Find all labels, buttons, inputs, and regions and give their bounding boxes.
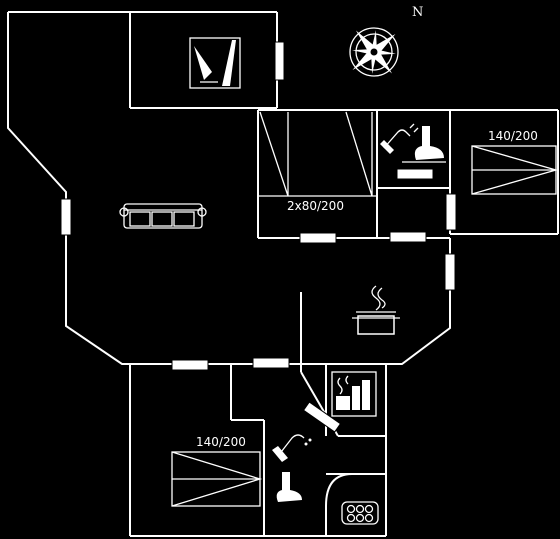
hot-tub-icon bbox=[341, 501, 379, 525]
door-sauna bbox=[302, 401, 342, 433]
sofa-icon bbox=[119, 203, 207, 229]
cooking-pot-icon bbox=[352, 285, 400, 335]
exterior-walls bbox=[7, 11, 559, 537]
shower-icon bbox=[380, 123, 419, 154]
interior-walls bbox=[230, 110, 451, 536]
shower-icon-south bbox=[272, 434, 312, 462]
utility-room-icon bbox=[189, 37, 241, 89]
compass-rose-icon bbox=[349, 27, 399, 77]
door-twin-room bbox=[299, 232, 337, 244]
twin-beds: 2x80/200 bbox=[259, 111, 373, 213]
window-kitchen-east bbox=[444, 253, 456, 291]
east-bed: 140/200 bbox=[471, 129, 559, 195]
window-west bbox=[60, 198, 72, 236]
door-south-bedroom bbox=[171, 359, 209, 371]
toilet-icon bbox=[402, 126, 446, 163]
bed-label-south: 140/200 bbox=[196, 435, 246, 449]
toilet-icon-south bbox=[276, 472, 302, 502]
door-bathroom-north bbox=[389, 231, 427, 243]
bed-label-twin: 2x80/200 bbox=[287, 199, 344, 213]
window-utility bbox=[274, 41, 285, 81]
bed-label-east: 140/200 bbox=[488, 129, 538, 143]
sauna-icon bbox=[331, 371, 377, 417]
door-south-corridor bbox=[252, 357, 290, 369]
openings bbox=[60, 41, 457, 433]
door-shower-north bbox=[396, 168, 434, 180]
south-bed: 140/200 bbox=[171, 435, 263, 507]
north-arrow-icon: N bbox=[412, 5, 423, 20]
door-east-bedroom bbox=[445, 193, 457, 231]
